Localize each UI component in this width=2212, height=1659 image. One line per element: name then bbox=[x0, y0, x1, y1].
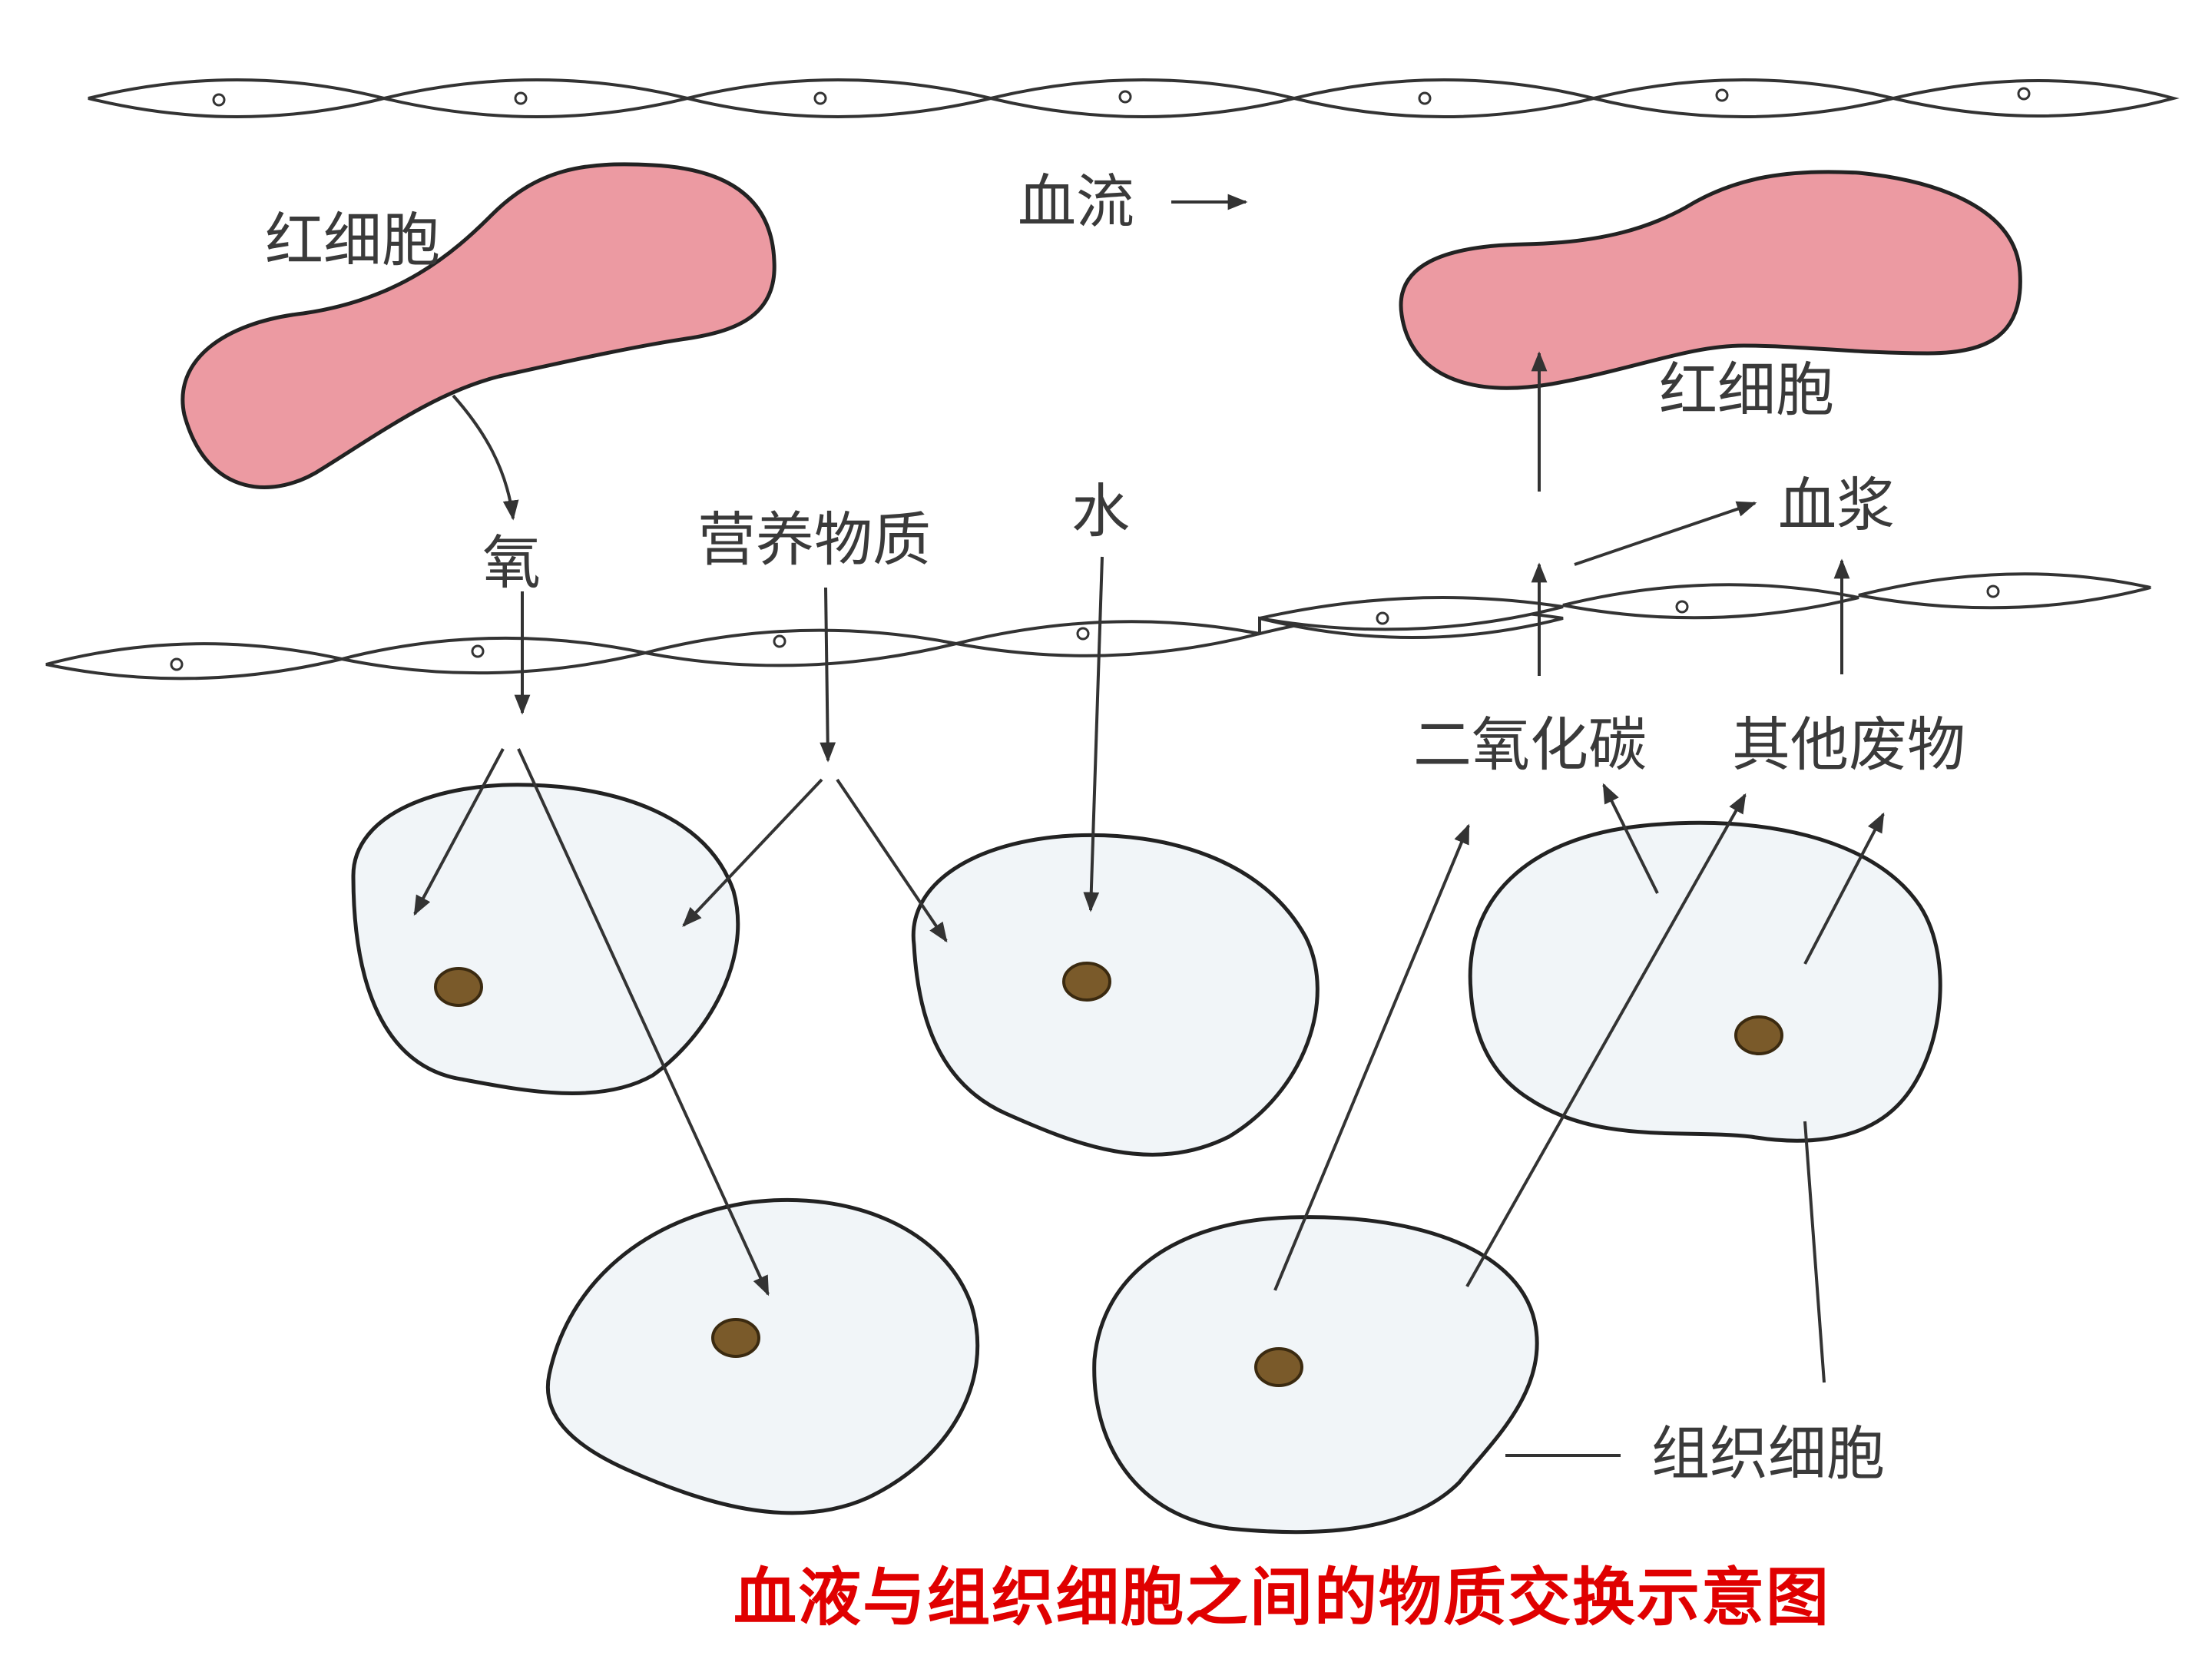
tissue-cell-2 bbox=[911, 833, 1320, 1157]
label-water: 水 bbox=[1071, 477, 1130, 545]
tissue-cell-4 bbox=[1092, 1215, 1539, 1535]
capillary-wall-bottom bbox=[45, 572, 2151, 680]
label-nutrients: 营养物质 bbox=[697, 505, 931, 574]
label-plasma: 血浆 bbox=[1778, 471, 1895, 539]
red-blood-cell-right bbox=[1399, 170, 2022, 390]
tissue-cell-1 bbox=[351, 783, 740, 1095]
cell-nuclei bbox=[434, 962, 1783, 1387]
label-red-blood-cell-left: 红细胞 bbox=[265, 206, 440, 274]
capillary-wall-top bbox=[88, 78, 2180, 118]
label-leader-lines bbox=[1505, 1121, 1826, 1457]
label-oxygen: 氧 bbox=[482, 528, 541, 597]
diagram-caption: 血液与组织细胞之间的物质交换示意图 bbox=[733, 1561, 1831, 1634]
tissue-cell-5 bbox=[1468, 820, 1942, 1143]
exchange-arrows bbox=[413, 194, 1885, 1296]
label-other-waste: 其他废物 bbox=[1732, 710, 1965, 779]
tissue-cell-3 bbox=[545, 1197, 980, 1515]
label-blood-flow: 血流 bbox=[1018, 167, 1134, 236]
label-red-blood-cell-right: 红细胞 bbox=[1659, 356, 1834, 424]
label-tissue-cells: 组织细胞 bbox=[1651, 1419, 1885, 1488]
red-blood-cell-left bbox=[180, 162, 777, 489]
label-co2: 二氧化碳 bbox=[1413, 710, 1647, 779]
